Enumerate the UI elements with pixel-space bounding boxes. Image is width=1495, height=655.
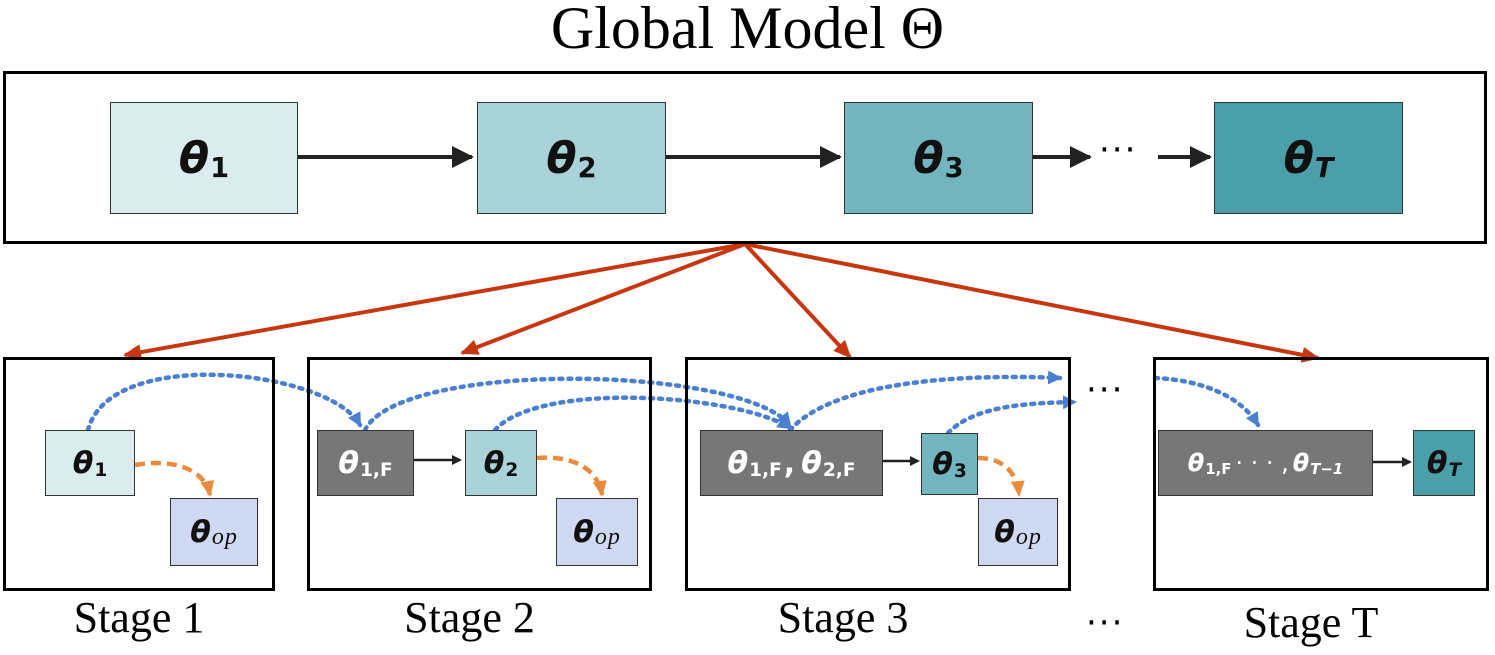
blue-arrow-s1-to-s2 (85, 372, 363, 433)
stage-3-theta-3-subscript: 3 (953, 460, 967, 482)
global-node-theta-3-symbol: θ (913, 132, 944, 184)
stage-T-frame (1153, 357, 1489, 591)
global-node-theta-2-subscript: 2 (577, 152, 597, 184)
stage-3-theta-op-symbol: θ (994, 514, 1015, 550)
stage-2-theta-op-subscript: op (594, 523, 621, 550)
global-model-frame (3, 71, 1487, 244)
stage-2-label: Stage 2 (404, 593, 535, 642)
red-arrow-stage1 (123, 242, 746, 361)
stage-3-theta-op-subscript: op (1015, 523, 1042, 550)
orange-arrow-s3 (977, 455, 1025, 497)
stage-3-theta-2F-symbol: θ (801, 445, 822, 481)
stage-ellipsis-bottom: ··· (1086, 603, 1125, 643)
stage-ellipsis-top: ··· (1086, 370, 1125, 410)
stage-2-frame (307, 357, 652, 591)
stage-2-theta-op-symbol: θ (573, 514, 594, 550)
stage-T-theta-1F-subscript: 1,F (1205, 459, 1232, 478)
stage-3-theta-2F-subscript: 2,F (822, 459, 856, 481)
blue-arrow-prev-to-sT (1152, 375, 1261, 428)
stage-2-theta-2-subscript: 2 (505, 459, 519, 481)
stage-3-theta-1F-subscript: 1,F (749, 459, 782, 481)
stage-2-theta-1F-subscript: 1,F (359, 459, 393, 481)
stage-3-separator: , (783, 445, 796, 481)
blue-arrow-s2-to-s3a (362, 376, 793, 433)
stage-T-theta-T-subscript: T (1448, 459, 1462, 481)
stage-1-theta-1-symbol: θ (72, 445, 94, 481)
stage-T-theta-1F-symbol: θ (1187, 449, 1205, 477)
stage-T-label: Stage T (1243, 598, 1379, 647)
stage-2-theta-1F-symbol: θ (338, 445, 359, 481)
global-ellipsis: ··· (1099, 130, 1138, 170)
blue-arrow-s3-to-next-a (787, 370, 1063, 433)
stage-1-theta-op-symbol: θ (190, 514, 211, 550)
red-arrow-stage2 (460, 242, 746, 355)
stage-T-theta-T-symbol: θ (1426, 445, 1448, 481)
stage-T-middle: · · · , (1235, 449, 1289, 477)
global-model-title: Global Model Θ (550, 0, 945, 61)
stage-3-theta-1F-symbol: θ (727, 445, 749, 481)
stage-1-theta-1-subscript: 1 (94, 459, 108, 481)
stage-1-frame (3, 357, 275, 591)
global-node-theta-3-subscript: 3 (944, 152, 964, 184)
stage-3-label: Stage 3 (777, 593, 909, 642)
stage-T-theta-Tminus1-symbol: θ (1292, 449, 1310, 477)
global-node-theta-1-subscript: 1 (210, 152, 230, 184)
red-arrow-stage3 (743, 242, 852, 359)
stage-T-theta-Tminus1-subscript: T−1 (1310, 459, 1344, 478)
stage-3-theta-3-symbol: θ (932, 446, 953, 482)
blue-arrow-s2-to-s3b (492, 395, 793, 433)
global-node-theta-T-subscript: T (1314, 152, 1334, 184)
global-node-theta-2-symbol: θ (546, 132, 577, 184)
stage-1-theta-op-subscript: op (211, 523, 238, 550)
global-node-theta-1-symbol: θ (178, 132, 210, 184)
stage-1-label: Stage 1 (73, 593, 205, 642)
orange-arrow-s1 (134, 460, 215, 497)
stage-3-frame (685, 357, 1071, 591)
red-arrow-stageT (744, 242, 1320, 363)
stage-2-theta-2-symbol: θ (483, 445, 505, 481)
global-node-theta-T-symbol: θ (1283, 132, 1314, 184)
blue-arrow-s3-to-next-b (945, 395, 1078, 436)
